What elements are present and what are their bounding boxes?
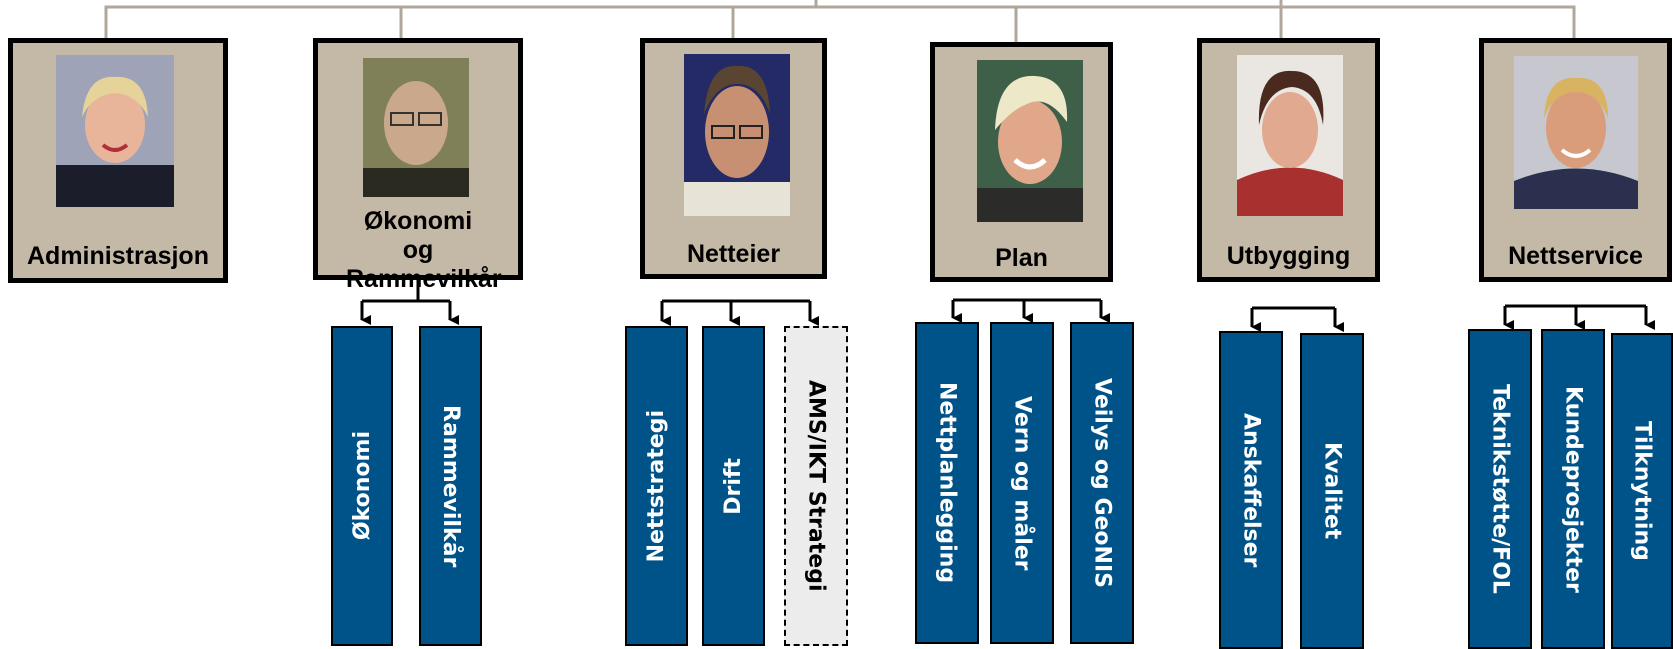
sub-unit-label: Vern og måler [1009,395,1035,571]
sub-unit-drift: Drift [702,326,765,646]
sub-unit-anskaffelser: Anskaffelser [1219,331,1283,649]
sub-unit-rammevilkar: Rammevilkår [419,326,482,646]
dept-nettservice: Nettservice [1479,38,1672,282]
sub-unit-label: Teknikstøtte/FOL [1487,384,1513,594]
sub-unit-label: Drift [721,457,746,515]
dept-title: Økonomi og Rammevilkår [346,207,502,293]
nettservice-branch [1503,304,1655,330]
sub-unit-label: Tilknytning [1629,421,1655,561]
top-bus [104,0,1576,42]
dept-netteier: Netteier [640,38,827,279]
sub-unit-tilknytning: Tilknytning [1611,333,1673,649]
portrait-photo [56,55,174,207]
plan-branch [951,298,1110,323]
sub-unit-label: AMS/IKT Strategi [803,380,829,592]
sub-unit-label: Økonomi [349,431,375,541]
sub-unit-veilys-og-geonis: Veilys og GeoNIS [1070,322,1134,644]
sub-unit-label: Nettplanlegging [934,382,960,584]
dept-title: Nettservice [1508,242,1643,270]
portrait-photo [363,58,469,197]
dept-title: Utbygging [1226,242,1351,270]
sub-unit-label: Kvalitet [1319,442,1345,540]
sub-unit-label: Nettstrategi [644,409,669,563]
dept-okonomi-og-rammevilkar: Økonomi og Rammevilkår [313,38,523,293]
sub-unit-okonomi: Økonomi [331,326,393,646]
utbygging-branch [1250,306,1344,332]
dept-title: Plan [995,244,1048,272]
sub-unit-label: Rammevilkår [438,404,463,568]
sub-unit-vern-og-maler: Vern og måler [990,322,1054,644]
sub-unit-kundeprosjekter: Kundeprosjekter [1541,329,1605,649]
sub-unit-teknikstotte-fol: Teknikstøtte/FOL [1468,329,1532,649]
sub-unit-nettplanlegging: Nettplanlegging [915,322,979,644]
portrait-photo [1237,55,1343,216]
dept-administrasjon: Administrasjon [8,38,228,283]
dept-plan: Plan [930,42,1113,282]
sub-unit-label: Veilys og GeoNIS [1089,378,1115,588]
sub-unit-label: Anskaffelser [1238,412,1264,568]
dept-utbygging: Utbygging [1197,38,1380,282]
sub-unit-label: Kundeprosjekter [1560,385,1586,593]
dept-title: Administrasjon [27,242,209,270]
sub-unit-ams-ikt-strategi: AMS/IKT Strategi [784,326,848,646]
portrait-photo [684,54,790,216]
portrait-photo [977,60,1083,222]
netteier-branch [660,299,819,326]
dept-title: Netteier [686,240,781,268]
sub-unit-nettstrategi: Nettstrategi [625,326,688,646]
portrait-photo [1514,56,1638,209]
okonomi-branch [360,280,459,325]
sub-unit-kvalitet: Kvalitet [1300,333,1364,649]
